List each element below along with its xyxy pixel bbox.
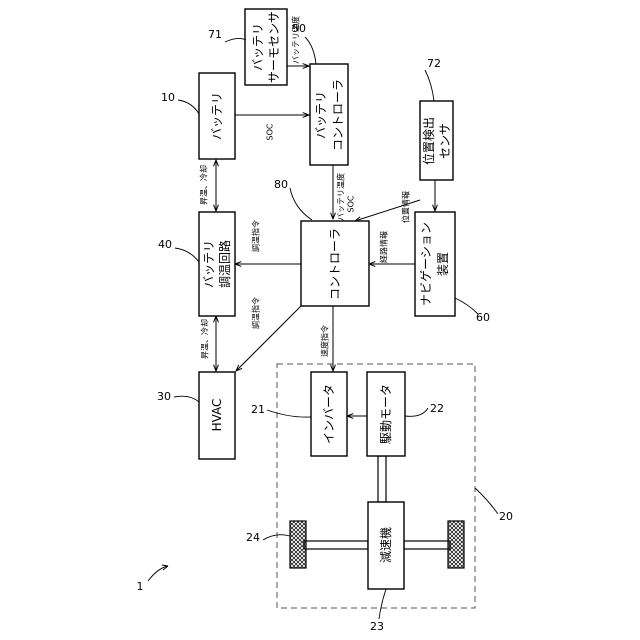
right-axle bbox=[404, 541, 450, 549]
ref-72: 72 bbox=[427, 57, 441, 70]
signal-speed-cmd: 速度指令 bbox=[320, 325, 330, 357]
signal-route-info: 経路情報 bbox=[379, 231, 389, 263]
navigation-block: ナビゲーション 装置 bbox=[415, 212, 455, 316]
navigation-label-1: ナビゲーション bbox=[419, 222, 433, 306]
ref-21: 21 bbox=[251, 403, 265, 416]
reducer-block: 減速機 bbox=[368, 502, 404, 589]
left-wheel bbox=[290, 521, 306, 568]
ref-1: 1 bbox=[137, 580, 144, 593]
inverter-block: インバータ bbox=[311, 372, 347, 456]
motor-label: 駆動モータ bbox=[379, 384, 393, 444]
ref-50: 50 bbox=[292, 22, 306, 35]
hvac-block: HVAC bbox=[199, 372, 235, 459]
controller-block: コントローラ bbox=[301, 221, 369, 306]
signal-heat-cool-2: 昇温、冷却 bbox=[200, 319, 210, 359]
controller-label: コントローラ bbox=[328, 228, 342, 300]
ref-40: 40 bbox=[158, 238, 172, 251]
position-sensor-label-1: 位置検出 bbox=[421, 117, 436, 165]
battery-block: バッテリ bbox=[199, 73, 235, 159]
signal-heat-cool-1: 昇温、冷却 bbox=[199, 165, 209, 205]
signal-temp-cmd-1: 調温指令 bbox=[251, 220, 261, 252]
thermo-sensor-block: バッテリ サーモセンサ bbox=[245, 9, 287, 85]
ref-71: 71 bbox=[208, 28, 222, 41]
signal-soc-top: SOC bbox=[266, 123, 275, 140]
battery-label: バッテリ bbox=[210, 92, 224, 140]
battery-controller-label-1: バッテリ bbox=[314, 91, 328, 139]
position-sensor-block: 位置検出 センサ bbox=[420, 101, 453, 180]
battery-controller-label-2: コントローラ bbox=[331, 79, 345, 151]
temp-cmd-line-2 bbox=[236, 306, 301, 371]
hvac-label: HVAC bbox=[210, 399, 224, 432]
reducer-label: 減速機 bbox=[378, 527, 393, 563]
inverter-label: インバータ bbox=[322, 384, 336, 444]
ref-30: 30 bbox=[157, 390, 171, 403]
temp-circuit-label-2: 調温回路 bbox=[217, 240, 232, 288]
ref-10: 10 bbox=[161, 91, 175, 104]
signal-temp-cmd-2: 調温指令 bbox=[251, 297, 261, 329]
motor-shaft bbox=[378, 456, 386, 502]
battery-controller-block: バッテリ コントローラ bbox=[310, 64, 348, 165]
thermo-sensor-label-2: サーモセンサ bbox=[267, 11, 281, 83]
ref-20: 20 bbox=[499, 510, 513, 523]
ref-23: 23 bbox=[370, 620, 384, 633]
left-axle bbox=[304, 541, 368, 549]
ref-24: 24 bbox=[246, 531, 260, 544]
ref-22: 22 bbox=[430, 402, 444, 415]
signal-batt-temp-soc-2: SOC bbox=[347, 195, 356, 212]
temp-circuit-block: バッテリ 調温回路 bbox=[199, 212, 235, 316]
thermo-sensor-label-1: バッテリ bbox=[251, 23, 265, 71]
temp-circuit-label-1: バッテリ bbox=[202, 240, 216, 288]
ref-60: 60 bbox=[476, 311, 490, 324]
motor-block: 駆動モータ bbox=[367, 372, 405, 456]
position-sensor-label-2: センサ bbox=[438, 123, 452, 159]
signal-batt-temp-soc-1: バッテリ温度 bbox=[336, 173, 346, 221]
signal-position-info: 位置情報 bbox=[401, 191, 411, 223]
navigation-label-2: 装置 bbox=[436, 252, 450, 276]
right-wheel bbox=[448, 521, 464, 568]
ref-80: 80 bbox=[274, 178, 288, 191]
